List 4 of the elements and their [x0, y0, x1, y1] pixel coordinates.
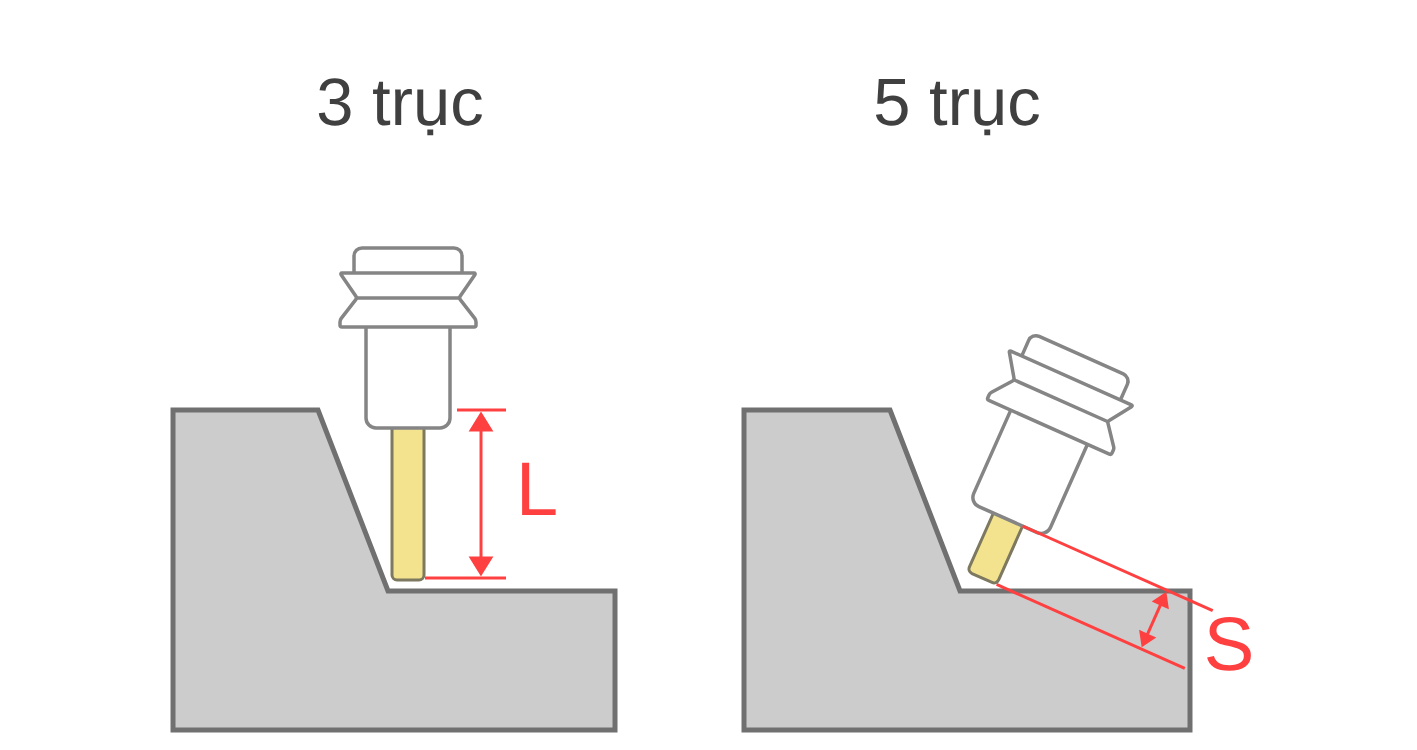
dimension-label: L — [522, 462, 556, 515]
panel-title: 3 trục — [318, 78, 482, 136]
panel-title: 5 trục — [875, 78, 1039, 136]
dimension-label: S — [1207, 616, 1251, 671]
